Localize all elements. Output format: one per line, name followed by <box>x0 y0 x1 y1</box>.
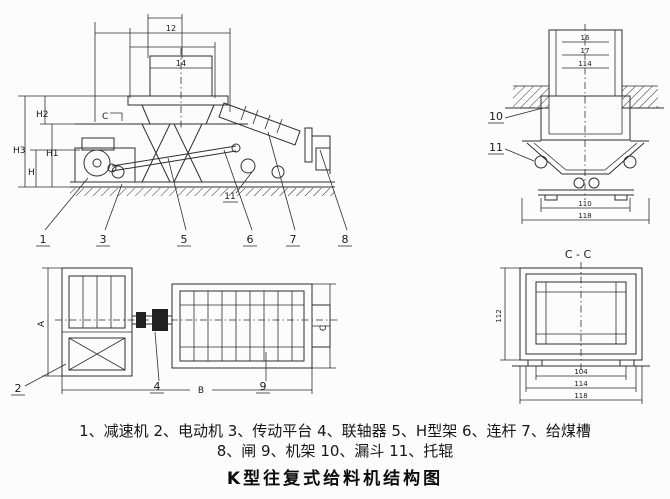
part-label-9: 9 <box>260 380 267 393</box>
front-hopper-top: 16 17 114 <box>548 29 623 97</box>
dim-label-h1: H1 <box>46 149 59 159</box>
side-hopper: 14 C <box>102 48 229 128</box>
part-label-11: 11 <box>489 141 503 154</box>
side-height-dimensions: H2 H3 H1 H <box>13 95 128 188</box>
plan-motor-unit <box>61 267 133 377</box>
side-reducer-platform <box>74 137 136 183</box>
front-bottom-dimensions: 110 118 <box>521 198 650 224</box>
section-dimensions: 112 104 114 118 <box>495 267 643 404</box>
part-label-2: 2 <box>15 382 22 395</box>
dim-label-sb1: 104 <box>574 368 588 376</box>
section-mark-c: C <box>102 112 108 122</box>
legend: 1、减速机 2、电动机 3、传动平台 4、联轴器 5、H型架 6、连杆 7、给煤… <box>0 419 670 461</box>
front-ground <box>505 85 664 109</box>
side-h-frame <box>141 123 203 183</box>
part-label-5: 5 <box>181 233 188 246</box>
part-label-11-side: 11 <box>224 192 235 202</box>
legend-line-2: 8、闸 9、机架 10、漏斗 11、托辊 <box>216 442 454 460</box>
dim-label-sb2: 114 <box>574 380 588 388</box>
dim-label-h3: H3 <box>13 146 26 156</box>
dim-label-h: H <box>28 168 35 178</box>
side-view-drawing: 12 14 C <box>13 14 352 247</box>
dim-label-c: C <box>319 325 329 331</box>
front-trough <box>522 140 649 201</box>
front-part-callouts: 10 11 <box>488 107 544 162</box>
side-connecting-rod <box>107 143 241 173</box>
dim-label-12: 12 <box>166 24 176 33</box>
dim-label-bottom1: 110 <box>578 200 591 208</box>
front-hopper-body <box>540 95 631 141</box>
side-top-dimensions: 12 <box>94 14 231 122</box>
plan-coupling <box>132 309 172 331</box>
section-view-drawing: C - C 112 104 114 <box>495 248 650 404</box>
technical-drawing: 12 14 C <box>11 14 664 404</box>
legend-line-1: 1、减速机 2、电动机 3、传动平台 4、联轴器 5、H型架 6、连杆 7、给煤… <box>79 422 591 440</box>
section-frame <box>512 267 650 367</box>
ground-hatch <box>70 188 335 196</box>
side-part-callouts: 1 3 5 6 7 8 11 <box>36 131 352 247</box>
part-label-1: 1 <box>40 233 47 246</box>
side-trough <box>218 102 301 179</box>
page-title: K型往复式给料机结构图 <box>226 469 444 489</box>
plan-view-drawing: A B C 2 4 9 <box>11 267 340 396</box>
coupling-block-1 <box>136 312 146 328</box>
section-title: C - C <box>565 248 592 261</box>
plan-dimensions: A B C <box>37 267 336 396</box>
dim-label-sb3: 118 <box>574 392 587 400</box>
part-label-4: 4 <box>154 380 161 393</box>
plan-part-callouts: 2 4 9 <box>11 331 270 396</box>
part-label-3: 3 <box>100 233 107 246</box>
dim-label-b: B <box>198 386 204 396</box>
coupling-block-2 <box>152 309 168 331</box>
part-label-8: 8 <box>342 233 349 246</box>
dim-label-top3: 114 <box>578 60 592 68</box>
dim-label-a: A <box>37 320 47 327</box>
front-view-drawing: 16 17 114 10 11 <box>488 24 664 224</box>
part-label-7: 7 <box>290 233 297 246</box>
part-label-6: 6 <box>247 233 254 246</box>
dim-label-bottom2: 118 <box>578 212 591 220</box>
dim-label-left1: 112 <box>495 309 503 322</box>
ground-hatch-right <box>622 86 658 108</box>
side-gate <box>304 127 331 174</box>
dim-label-h2: H2 <box>36 110 49 120</box>
part-label-10: 10 <box>489 110 503 123</box>
ground-hatch-left <box>513 86 549 108</box>
dim-label-top2: 17 <box>581 47 590 55</box>
plan-frame <box>171 283 331 369</box>
dim-label-top1: 16 <box>581 34 590 42</box>
